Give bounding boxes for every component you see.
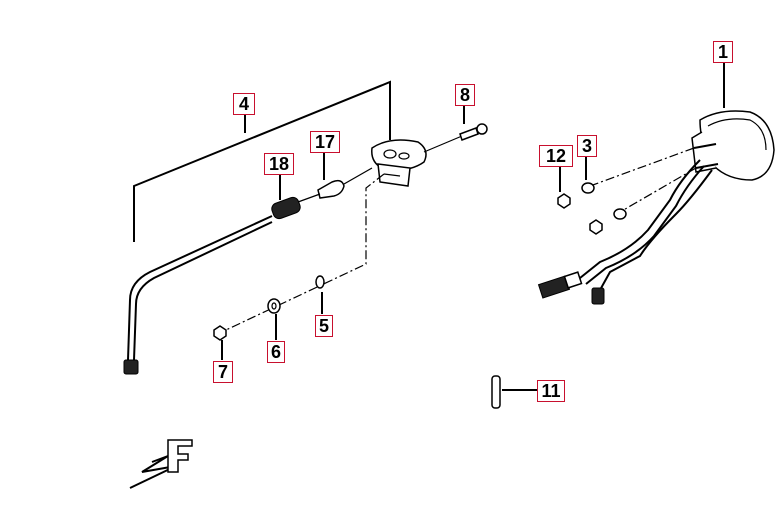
- tail-lamp-1: [691, 62, 775, 181]
- callout-8: 8: [455, 84, 475, 106]
- callout-6: 6: [267, 341, 285, 363]
- socket-18-wire: [123, 170, 321, 375]
- callout-3: 3: [577, 135, 597, 157]
- screw-8: [423, 106, 488, 153]
- lamp-wiring-harness: [537, 159, 713, 305]
- nut-7: [213, 325, 227, 360]
- callout-5: 5: [315, 315, 333, 337]
- washer-6: [267, 298, 281, 340]
- front-arrow-icon: [129, 439, 193, 489]
- washer-nut-set: [557, 156, 627, 235]
- callout-11: 11: [537, 380, 565, 402]
- bulb-17: [317, 150, 373, 199]
- callout-7: 7: [213, 361, 233, 383]
- callout-4: 4: [233, 93, 255, 115]
- lamp-mount-lines: [589, 143, 719, 213]
- washer-5: [315, 275, 325, 314]
- callout-18: 18: [264, 153, 294, 175]
- callout-1: 1: [713, 41, 733, 63]
- group-4-bracket: [133, 80, 391, 242]
- callout-17: 17: [310, 131, 340, 153]
- callout-12: 12: [539, 145, 573, 167]
- pin-11: [491, 375, 540, 409]
- license-light-housing: [371, 139, 427, 187]
- mount-centerline-left: [225, 173, 385, 331]
